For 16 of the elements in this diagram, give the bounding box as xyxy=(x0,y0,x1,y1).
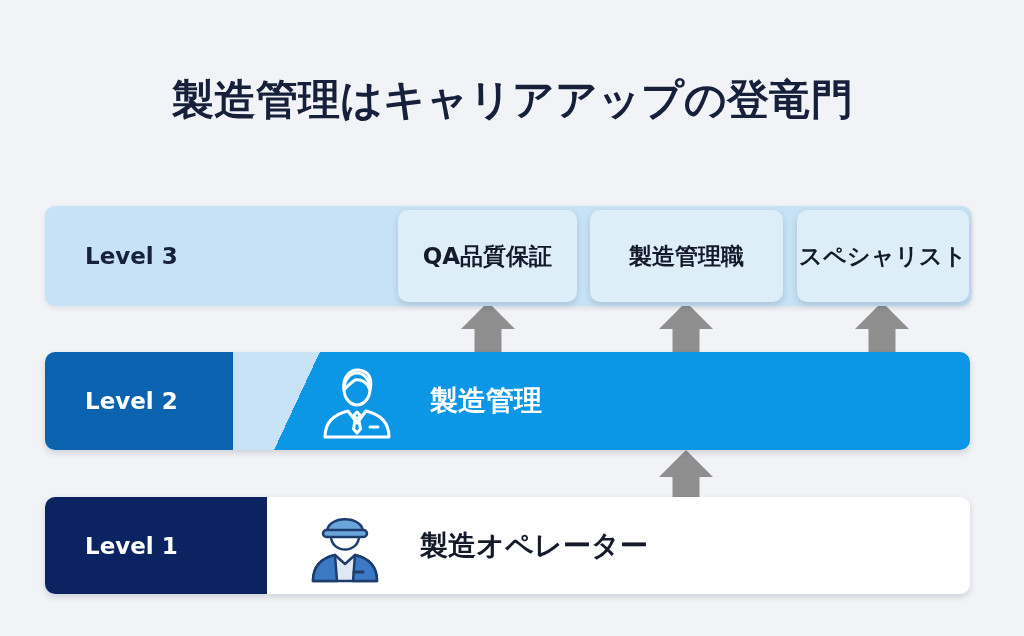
role-label: 製造オペレーター xyxy=(420,527,648,564)
role-label: QA品質保証 xyxy=(422,242,553,271)
role-label: スペシャリスト xyxy=(799,242,967,271)
level-band xyxy=(45,206,972,306)
role-label: 製造管理職 xyxy=(629,242,744,271)
level-label: Level 3 xyxy=(85,242,178,271)
career-card xyxy=(590,210,783,302)
level-label: Level 1 xyxy=(85,531,178,561)
level-band xyxy=(45,497,970,594)
level-label: Level 2 xyxy=(85,387,178,416)
role-label: 製造管理 xyxy=(430,383,542,419)
career-card xyxy=(797,210,969,302)
career-card xyxy=(398,210,577,302)
title: 製造管理はキャリアアップの登竜門 xyxy=(170,74,854,126)
level-band xyxy=(45,352,970,450)
arrow xyxy=(659,450,713,497)
